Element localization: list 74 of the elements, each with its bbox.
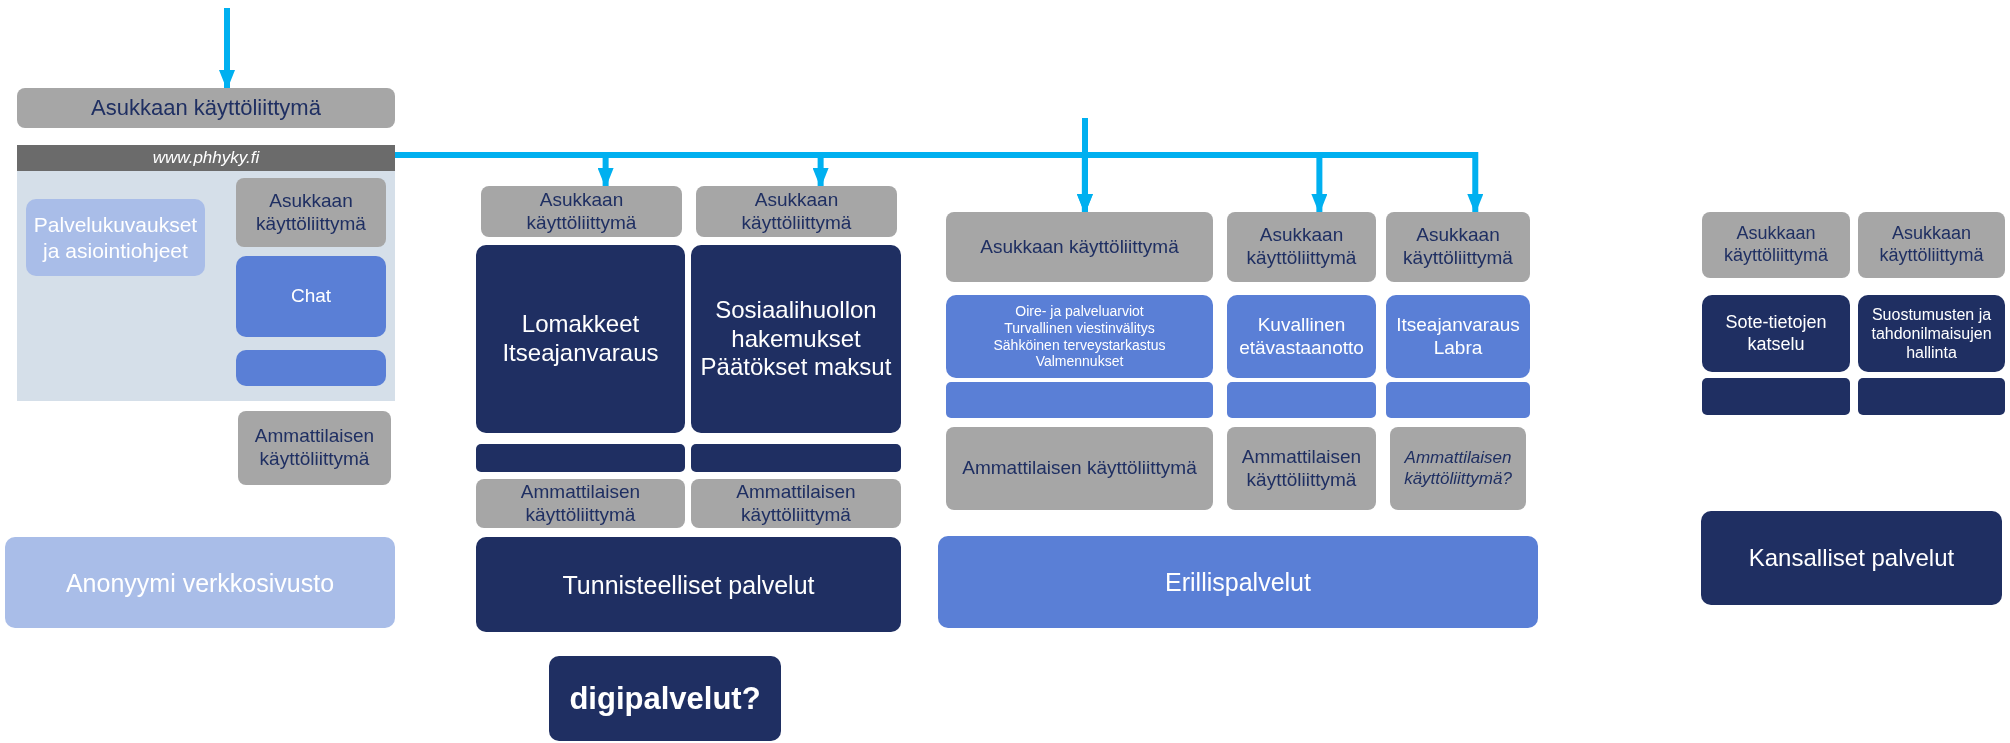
interface-box xyxy=(236,178,386,247)
box-label: Kuvallinen etävastaanotto xyxy=(1238,313,1365,360)
interface-box xyxy=(1702,212,1850,278)
box-label: Tunnisteelliset palvelut xyxy=(562,569,815,600)
system-bar xyxy=(691,444,901,472)
connector-arrow xyxy=(1077,118,1093,214)
category-box xyxy=(1701,511,2002,605)
box-label: Anonyymi verkkosivusto xyxy=(65,567,335,598)
box-label: Sähköinen terveystarkastus xyxy=(993,336,1166,354)
box-label: Asukkaan käyttöliittymä xyxy=(1723,223,1829,267)
system-bar xyxy=(1702,378,1850,415)
interface-box xyxy=(238,411,391,485)
box-label: digipalvelut? xyxy=(569,679,761,718)
box-label: Erillispalvelut xyxy=(1165,567,1311,597)
box-label: Asukkaan käyttöliittymä xyxy=(1245,224,1358,270)
system-bar xyxy=(1227,382,1376,418)
box-label: Sosiaalihuollon hakemukset Päätökset maksut xyxy=(699,295,893,383)
box-label: Lomakkeet Itseajanvaraus xyxy=(501,310,660,368)
category-box xyxy=(5,537,395,628)
box-label: Suostumusten ja tahdonilmaisujen hallinta xyxy=(1870,304,1993,363)
box-label: Asukkaan käyttöliittymä xyxy=(255,189,367,236)
system-bar xyxy=(1386,382,1530,418)
service-box xyxy=(691,245,901,433)
system-bar xyxy=(946,382,1213,418)
box-label: www.phhyky.fi xyxy=(152,147,260,169)
connector-arrow xyxy=(219,8,235,90)
url-bar xyxy=(17,145,395,171)
interface-box xyxy=(1227,212,1376,282)
box-label: Ammattilaisen käyttöliittymä xyxy=(962,457,1197,480)
service-box xyxy=(946,295,1213,378)
interface-box xyxy=(946,427,1213,510)
service-box xyxy=(476,245,685,433)
box-label: Ammattilaisen käyttöliittymä xyxy=(253,425,376,471)
box-label: Palvelukuvaukset ja asiointiohjeet xyxy=(32,212,199,263)
website-panel xyxy=(17,145,395,401)
box-label: Turvallinen viestinvälitys xyxy=(1004,319,1155,337)
interface-box xyxy=(17,88,395,128)
box-label: Sote-tietojen katselu xyxy=(1724,311,1828,356)
box-label: Asukkaan käyttöliittymä xyxy=(91,94,321,122)
box-label: Ammattilaisen käyttöliittymä? xyxy=(1403,448,1513,489)
box-label: Asukkaan käyttöliittymä xyxy=(1878,223,1985,267)
question-box xyxy=(549,656,781,741)
interface-box xyxy=(476,479,685,528)
interface-box xyxy=(481,186,682,237)
box-label: Asukkaan käyttöliittymä xyxy=(525,188,638,235)
box-label: Ammattilaisen käyttöliittymä xyxy=(1240,445,1363,492)
box-label: Asukkaan käyttöliittymä xyxy=(980,235,1179,259)
category-box xyxy=(938,536,1538,628)
system-bar xyxy=(1858,378,2005,415)
chat-box xyxy=(236,256,386,337)
box-label: Kansalliset palvelut xyxy=(1748,543,1955,573)
box-label: Ammattilaisen käyttöliittymä xyxy=(519,480,642,527)
box-label: Valmennukset xyxy=(1035,353,1124,371)
interface-box xyxy=(691,479,901,528)
service-box xyxy=(1858,295,2005,372)
service-box xyxy=(1227,295,1376,378)
service-box xyxy=(1386,295,1530,378)
box-label: Itseajanvaraus Labra xyxy=(1395,313,1521,360)
interface-box xyxy=(696,186,897,237)
interface-box xyxy=(1390,427,1526,510)
interface-box xyxy=(1858,212,2005,278)
interface-box xyxy=(1386,212,1530,282)
box-label: Oire- ja palveluarviot xyxy=(1015,302,1144,320)
interface-box xyxy=(1227,427,1376,510)
interface-box xyxy=(946,212,1213,282)
box-label: Asukkaan käyttöliittymä xyxy=(740,188,853,235)
box-label: Ammattilaisen käyttöliittymä xyxy=(735,480,857,527)
system-bar xyxy=(476,444,685,472)
info-box xyxy=(26,199,205,276)
box-label: Asukkaan käyttöliittymä xyxy=(1402,224,1514,270)
service-box xyxy=(1702,295,1850,372)
empty-box xyxy=(236,350,386,386)
box-label: Chat xyxy=(290,285,332,308)
category-box xyxy=(476,537,901,632)
